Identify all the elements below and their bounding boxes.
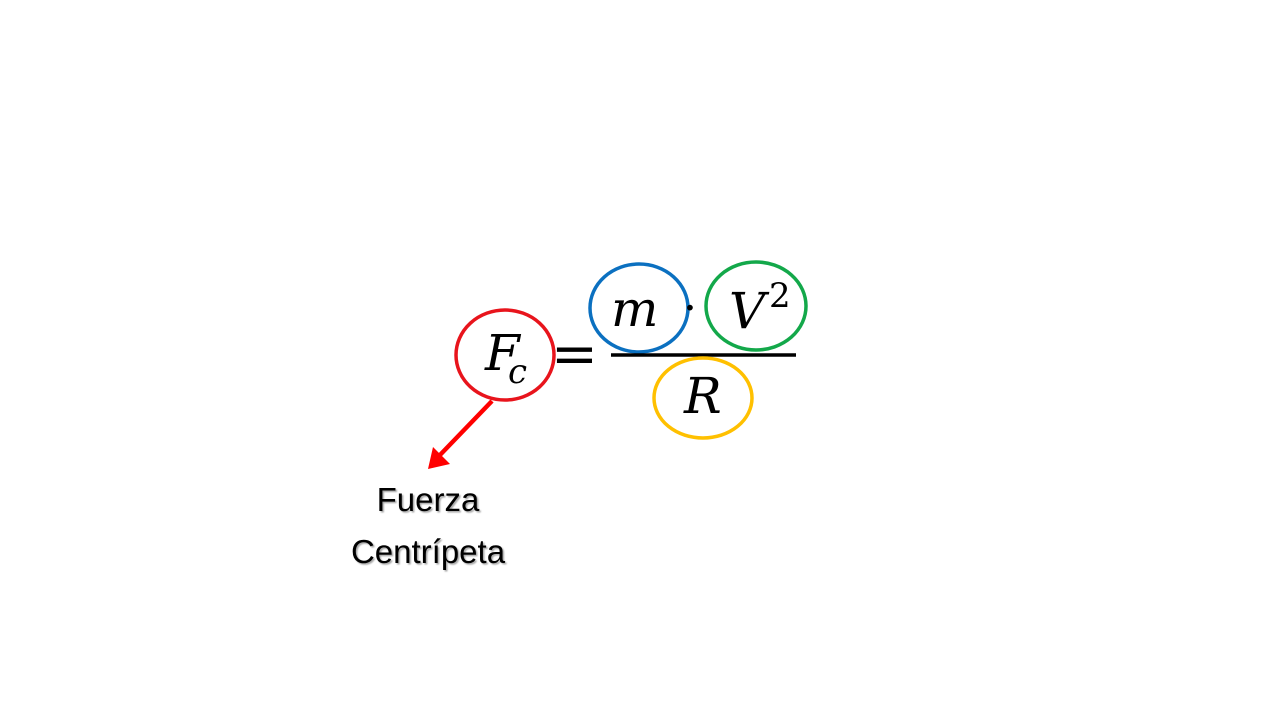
velocity-highlight-circle <box>704 260 808 352</box>
velocity-exponent: 2 <box>769 276 791 316</box>
radius-symbol: R <box>683 367 722 425</box>
annotation-label: Fuerza Centrípeta <box>351 481 506 570</box>
label-line-1: Fuerza <box>377 481 480 518</box>
radius-highlight-circle <box>652 356 754 440</box>
multiplication-dot: · <box>683 283 697 334</box>
formula: F c = m · V 2 R <box>454 260 808 440</box>
mass-symbol: m <box>611 280 658 338</box>
velocity-symbol: V <box>729 282 770 340</box>
arrow-head <box>428 447 450 469</box>
arrow-shaft <box>437 399 494 458</box>
force-highlight-circle <box>454 308 556 402</box>
force-subscript: c <box>508 352 527 392</box>
annotation-arrow <box>428 399 494 469</box>
mass-highlight-circle <box>588 262 690 354</box>
equals-sign: = <box>551 322 598 387</box>
label-line-2: Centrípeta <box>351 533 506 570</box>
force-symbol: F <box>484 324 522 382</box>
